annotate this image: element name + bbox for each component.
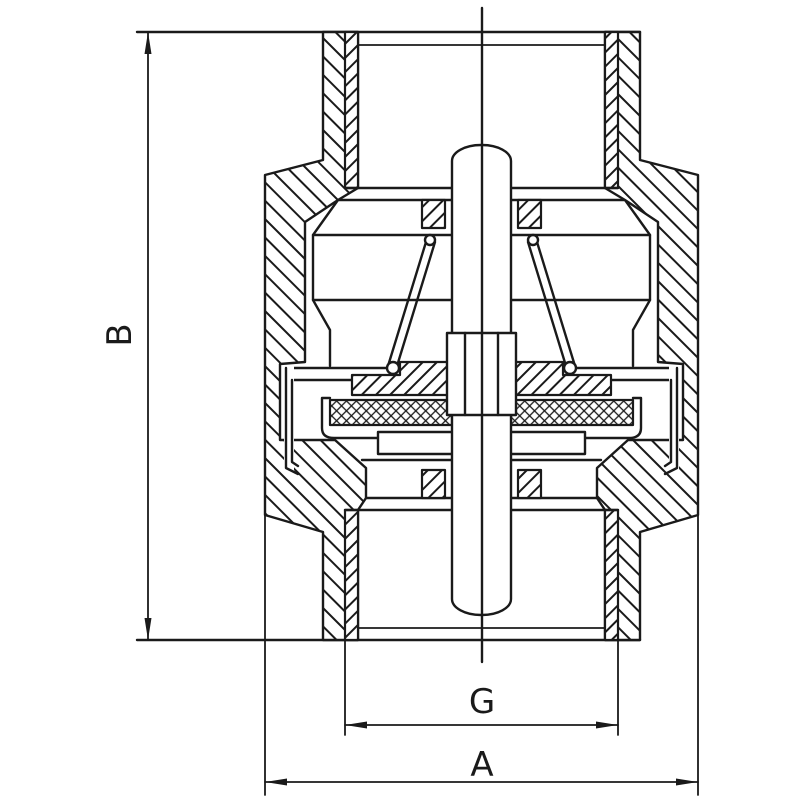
spring-pivot-left-bottom bbox=[385, 360, 401, 376]
top-thread-right bbox=[603, 30, 620, 190]
dimension-label-a: A bbox=[470, 745, 493, 785]
body-wall-right bbox=[595, 30, 700, 642]
retainer-bracket-right-gap bbox=[669, 366, 679, 472]
top-thread-left bbox=[343, 30, 360, 190]
upper-stem-guide-left bbox=[420, 198, 447, 230]
lower-stem-guide-left bbox=[420, 468, 447, 500]
dimension-label-g: G bbox=[469, 682, 495, 722]
upper-stem-guide-right bbox=[516, 198, 543, 230]
disc-seal-right bbox=[509, 398, 635, 427]
retainer-bracket-left bbox=[284, 366, 300, 476]
retainer-bracket-right bbox=[663, 366, 679, 476]
spring-pivot-left-top bbox=[423, 233, 437, 247]
dimension-label-b: B bbox=[100, 323, 140, 346]
spring-pivot-right-top bbox=[526, 233, 540, 247]
spring-link-right-inner bbox=[526, 240, 568, 368]
spring-link-left-inner bbox=[395, 240, 437, 368]
bottom-thread-right bbox=[603, 508, 620, 642]
disc-seal-left bbox=[328, 398, 454, 427]
spring-link-left-outer bbox=[386, 240, 428, 368]
lower-stem-guide-right bbox=[516, 468, 543, 500]
bottom-thread-left bbox=[343, 508, 360, 642]
body-wall-left bbox=[263, 30, 368, 642]
spring-link-right-outer bbox=[535, 240, 577, 368]
spring-pivot-right-bottom bbox=[562, 360, 578, 376]
retainer-bracket-left-gap bbox=[284, 366, 294, 472]
